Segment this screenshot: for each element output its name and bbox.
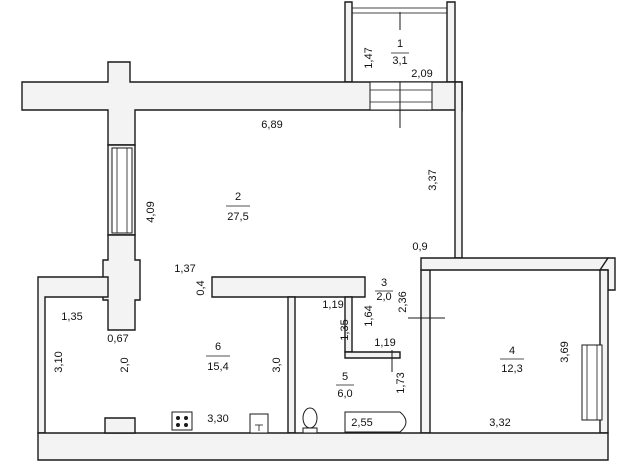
dim-3-69: 3,69 bbox=[559, 341, 571, 362]
dim-1-73: 1,73 bbox=[395, 372, 407, 393]
room4-top-wall bbox=[420, 257, 609, 271]
room-6-number: 6 bbox=[215, 341, 221, 353]
room-1-number: 1 bbox=[397, 38, 403, 50]
room-6-area: 15,4 bbox=[207, 361, 228, 373]
dim-3-30: 3,30 bbox=[207, 413, 228, 425]
dim-1-35-a: 1,35 bbox=[61, 311, 82, 323]
balcony-right-wall bbox=[446, 1, 456, 83]
left-pier bbox=[102, 234, 141, 331]
bathtub-icon bbox=[344, 411, 407, 433]
window-left bbox=[111, 147, 133, 234]
dimension-labels: 1,47 2,09 6,89 3,37 4,09 0,9 1,37 0,4 2,… bbox=[53, 47, 571, 429]
stove-icon bbox=[171, 411, 193, 431]
room-5-area: 6,0 bbox=[337, 388, 352, 400]
room-3-area: 2,0 bbox=[376, 291, 391, 303]
sink-icon bbox=[249, 413, 269, 434]
room-3-number: 3 bbox=[381, 277, 387, 289]
partition-2-6 bbox=[211, 276, 366, 298]
fixtures bbox=[171, 407, 407, 434]
dim-3-32: 3,32 bbox=[489, 417, 510, 429]
bottom-wall bbox=[37, 432, 609, 461]
balcony-left-wall bbox=[344, 1, 353, 83]
dim-2-0: 2,0 bbox=[119, 357, 131, 372]
dim-1-35-b: 1,35 bbox=[339, 319, 351, 340]
room-4-number: 4 bbox=[509, 345, 515, 357]
room-labels: 1 3,1 2 27,5 3 2,0 4 12,3 5 6,0 6 15,4 bbox=[206, 38, 524, 400]
dim-2-36: 2,36 bbox=[397, 291, 409, 312]
dim-3-0: 3,0 bbox=[271, 357, 283, 372]
dim-0-9: 0,9 bbox=[412, 241, 427, 253]
dim-6-89: 6,89 bbox=[261, 119, 282, 131]
walls bbox=[21, 1, 616, 461]
window-balcony-door bbox=[369, 81, 433, 111]
outer-left-wall bbox=[37, 276, 109, 434]
room3-bottom-wall bbox=[344, 351, 401, 359]
door-lines bbox=[391, 12, 445, 372]
room-5-number: 5 bbox=[342, 371, 348, 383]
bottom-notch bbox=[104, 417, 136, 434]
room-4-area: 12,3 bbox=[501, 363, 522, 375]
dim-0-4: 0,4 bbox=[195, 280, 207, 295]
dim-4-09: 4,09 bbox=[145, 201, 157, 222]
partition-6-5 bbox=[287, 296, 296, 434]
dim-3-37: 3,37 bbox=[427, 169, 439, 190]
dim-1-19-b: 1,19 bbox=[374, 337, 395, 349]
room-1-area: 3,1 bbox=[392, 55, 407, 67]
room-2-area: 27,5 bbox=[227, 211, 248, 223]
dim-1-47: 1,47 bbox=[363, 47, 375, 68]
windows bbox=[111, 81, 603, 421]
dim-3-10: 3,10 bbox=[53, 351, 65, 372]
room3-right-wall bbox=[420, 269, 431, 434]
dim-0-67: 0,67 bbox=[107, 333, 128, 345]
toilet-icon bbox=[302, 407, 318, 434]
dim-1-64: 1,64 bbox=[363, 305, 375, 326]
dim-1-19-a: 1,19 bbox=[322, 299, 343, 311]
room-2-number: 2 bbox=[235, 191, 241, 203]
dim-2-55: 2,55 bbox=[351, 417, 372, 429]
window-right bbox=[581, 344, 603, 421]
dim-1-37: 1,37 bbox=[174, 263, 195, 275]
dim-2-09: 2,09 bbox=[411, 68, 432, 80]
room2-right-wall bbox=[454, 81, 463, 259]
